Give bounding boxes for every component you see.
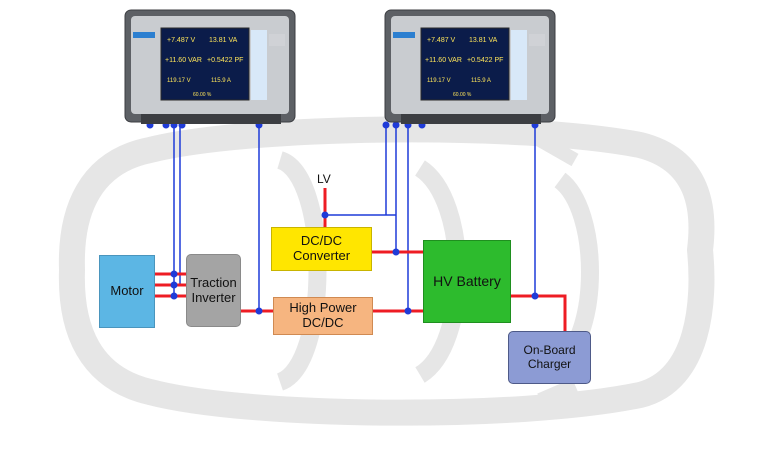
junction-dot xyxy=(392,248,400,256)
junction-dot xyxy=(170,292,178,300)
display-current: 115.9 A xyxy=(471,78,491,84)
onboard-charger-box: On-Board Charger xyxy=(508,331,591,384)
display-apparent-power: 13.81 VA xyxy=(469,37,498,44)
display-reactive-power: +11.60 VAR xyxy=(165,57,202,64)
connector-dot xyxy=(382,121,390,129)
display-voltage: +7.487 V xyxy=(427,37,456,44)
battery-to-charger xyxy=(511,294,567,331)
dcdc-converter-box: DC/DC Converter xyxy=(271,227,372,271)
junction-dot xyxy=(170,270,178,278)
display-voltage: +7.487 V xyxy=(167,37,196,44)
power-analyzer-right: +7.487 V 13.81 VA +11.60 VAR +0.5422 PF … xyxy=(384,9,556,124)
display-voltage-2: 119.17 V xyxy=(427,78,451,84)
junction-dot xyxy=(404,307,412,315)
display-current: 115.9 A xyxy=(211,78,231,84)
traction-inverter-box: Traction Inverter xyxy=(186,254,241,327)
display-efficiency: 60.00 % xyxy=(193,92,212,98)
junction-dot xyxy=(531,292,539,300)
connector-dot xyxy=(392,121,400,129)
junction-dot xyxy=(255,307,263,315)
motor-box: Motor xyxy=(99,255,155,328)
display-power-factor: +0.5422 PF xyxy=(207,57,243,64)
display-reactive-power: +11.60 VAR xyxy=(425,57,462,64)
junction-dot xyxy=(170,281,178,289)
display-apparent-power: 13.81 VA xyxy=(209,37,238,44)
hv-battery-box: HV Battery xyxy=(423,240,511,323)
lv-label: LV xyxy=(317,172,331,186)
junction-dot xyxy=(321,211,329,219)
display-efficiency: 60.00 % xyxy=(453,92,472,98)
display-voltage-2: 119.17 V xyxy=(167,78,191,84)
display-power-factor: +0.5422 PF xyxy=(467,57,503,64)
high-power-dcdc-box: High Power DC/DC xyxy=(273,297,373,335)
power-analyzer-left: +7.487 V 13.81 VA +11.60 VAR +0.5422 PF … xyxy=(124,9,296,124)
measurement-lines xyxy=(173,125,536,311)
